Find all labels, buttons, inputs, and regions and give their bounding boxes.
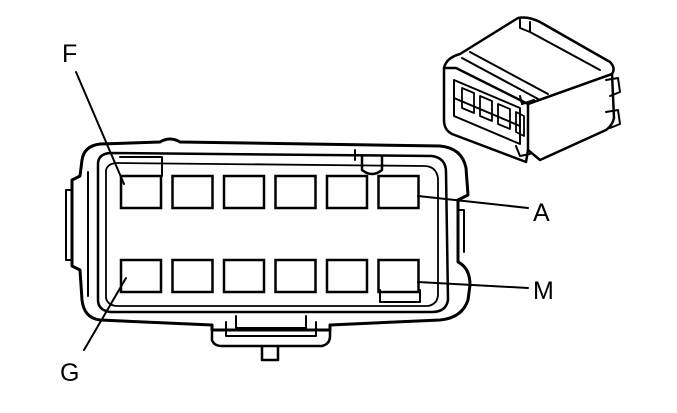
connector-face bbox=[65, 137, 472, 362]
cavity-top-1 bbox=[119, 174, 163, 210]
leader-lines bbox=[75, 71, 529, 351]
cavity-row-bottom bbox=[119, 258, 420, 294]
cavity-bottom-2 bbox=[171, 258, 214, 294]
leader-line-a bbox=[417, 195, 529, 209]
leader-line-f bbox=[75, 71, 125, 185]
callout-f-label: F bbox=[62, 40, 77, 68]
cavity-top-3 bbox=[222, 174, 266, 210]
callout-a-label: A bbox=[533, 199, 550, 227]
cavity-bottom-6 bbox=[377, 258, 420, 294]
connector-isometric-view bbox=[442, 16, 621, 164]
terminal-details bbox=[119, 156, 421, 303]
callout-m-label: M bbox=[533, 277, 554, 305]
cavity-bottom-3 bbox=[222, 258, 266, 294]
cavity-bottom-1 bbox=[119, 258, 163, 294]
cavity-top-4 bbox=[274, 174, 317, 210]
leader-line-g bbox=[83, 277, 127, 351]
cavity-row-top bbox=[119, 174, 420, 210]
callout-g-label: G bbox=[60, 359, 79, 387]
cavity-top-5 bbox=[325, 174, 369, 210]
cavity-bottom-4 bbox=[274, 258, 317, 294]
cavity-bottom-5 bbox=[325, 258, 369, 294]
cavity-top-2 bbox=[171, 174, 214, 210]
cavity-top-6 bbox=[377, 174, 420, 210]
leader-line-m bbox=[417, 281, 529, 289]
